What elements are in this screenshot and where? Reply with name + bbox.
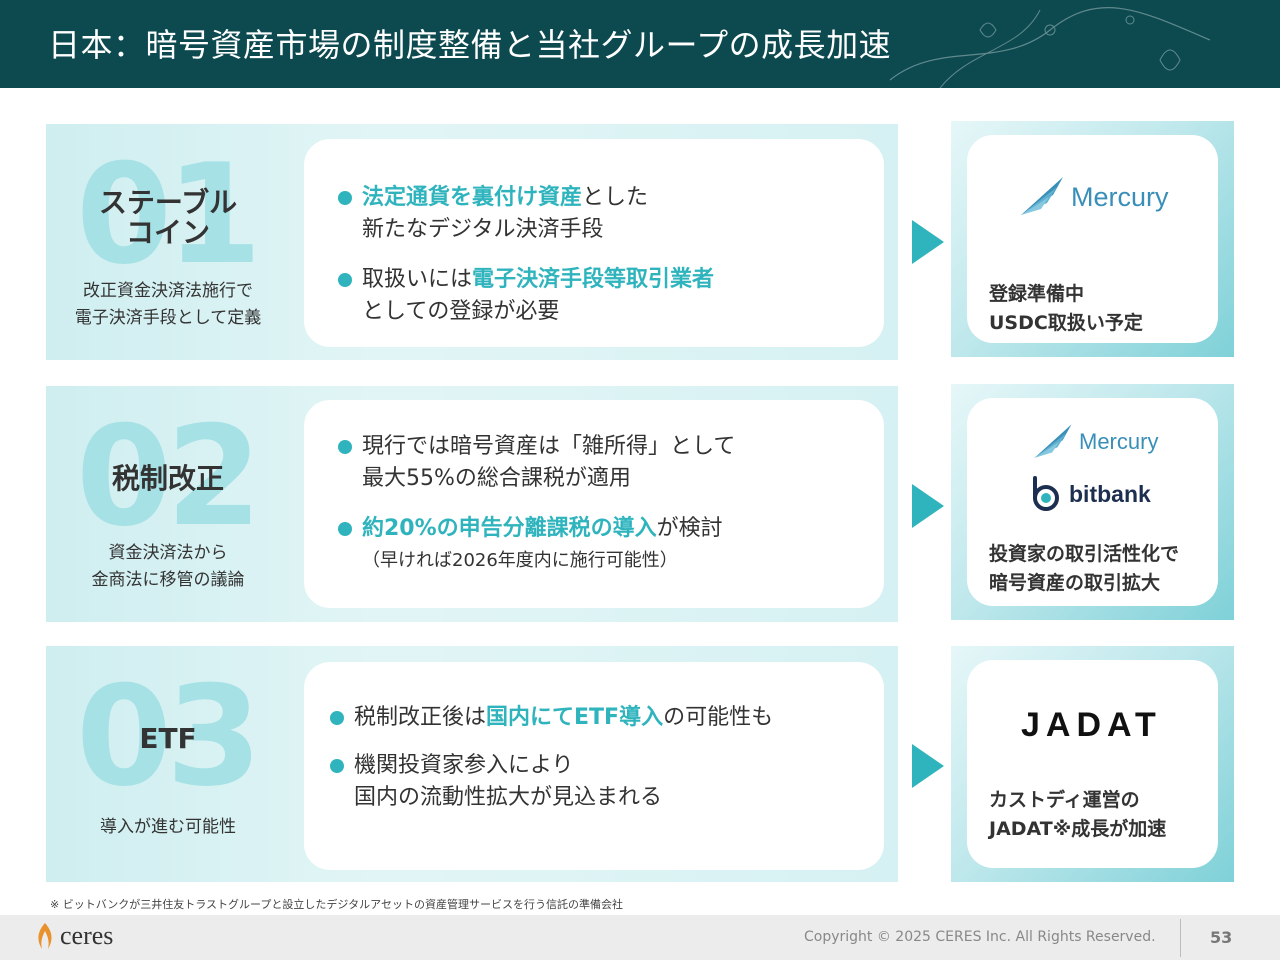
subtitle-line: 金商法に移管の議論 — [91, 570, 245, 590]
bullet-card: 税制改正後は国内にてETF導入の可能性も 機関投資家参入により 国内の流動性拡大… — [304, 662, 884, 870]
copyright-text: Copyright © 2025 CERES Inc. All Rights R… — [804, 929, 1156, 945]
subtitle-line: 電子決済手段として定義 — [74, 308, 262, 328]
subtitle-line: 導入が進む可能性 — [100, 817, 236, 837]
result-text: 登録準備中 USDC取扱い予定 — [989, 283, 1143, 334]
page-number: 53 — [1210, 928, 1233, 947]
jadat-logo: JADAT — [1021, 706, 1162, 744]
category-line: ETF — [139, 722, 197, 755]
result-band-2: Mercury bitbank 投資家の取引活性化で 暗号資産の取引拡大 — [951, 384, 1234, 620]
bullet-dot-icon — [338, 522, 352, 536]
result-card: Mercury bitbank 投資家の取引活性化で 暗号資産の取引拡大 — [967, 398, 1218, 606]
result-band-1: Mercury 登録準備中 USDC取扱い予定 — [951, 121, 1234, 357]
arrow-right-icon — [912, 220, 944, 264]
flame-icon — [38, 923, 52, 949]
subtitle-line: 改正資金決済法施行で — [83, 281, 253, 301]
bullet-card: 法定通貨を裏付け資産とした 新たなデジタル決済手段 取扱いには電子決済手段等取引… — [304, 139, 884, 347]
section-1-band: 01 ステーブル コイン 改正資金決済法施行で 電子決済手段として定義 法定通貨… — [46, 124, 898, 360]
arrow-right-icon — [912, 744, 944, 788]
slide-footer: ceres Copyright © 2025 CERES Inc. All Ri… — [0, 915, 1280, 960]
bullet-dot-icon — [330, 759, 344, 773]
section-category: ETF — [46, 724, 290, 754]
mercury-wing-icon — [1021, 177, 1063, 215]
section-number: 01 — [76, 134, 262, 295]
result-text: 投資家の取引活性化で 暗号資産の取引拡大 — [989, 543, 1180, 594]
section-subtitle: 改正資金決済法施行で 電子決済手段として定義 — [46, 278, 290, 332]
slide-header: 日本：暗号資産市場の制度整備と当社グループの成長加速 — [0, 0, 1280, 88]
bullet-dot-icon — [330, 711, 344, 725]
result-band-3: JADAT カストディ運営の JADAT※成長が加速 — [951, 646, 1234, 882]
bullet-card: 現行では暗号資産は「雑所得」として 最大55%の総合課税が適用 約20%の申告分… — [304, 400, 884, 608]
footnote: ※ ビットバンクが三井住友トラストグループと設立したデジタルアセットの資産管理サ… — [50, 898, 623, 911]
section-category: ステーブル コイン — [46, 188, 290, 248]
mercury-logo: Mercury — [1031, 422, 1158, 462]
category-line: コイン — [125, 216, 210, 249]
result-text: カストディ運営の JADAT※成長が加速 — [989, 789, 1167, 840]
section-3-band: 03 ETF 導入が進む可能性 税制改正後は国内にてETF導入の可能性も 機関投… — [46, 646, 898, 882]
section-category: 税制改正 — [46, 464, 290, 494]
bullet-dot-icon — [338, 273, 352, 287]
section-number: 02 — [76, 396, 262, 557]
footer-divider — [1180, 919, 1181, 957]
section-2-band: 02 税制改正 資金決済法から 金商法に移管の議論 現行では暗号資産は「雑所得」… — [46, 386, 898, 622]
mercury-logo: Mercury — [1017, 175, 1169, 219]
section-subtitle: 導入が進む可能性 — [46, 814, 290, 841]
section-subtitle: 資金決済法から 金商法に移管の議論 — [46, 540, 290, 594]
slide-title: 日本：暗号資産市場の制度整備と当社グループの成長加速 — [48, 26, 892, 64]
bitbank-logo: bitbank — [1031, 476, 1151, 512]
result-card: Mercury 登録準備中 USDC取扱い予定 — [967, 135, 1218, 343]
floral-decoration — [889, 7, 1211, 88]
category-line: 税制改正 — [111, 462, 224, 495]
bitbank-mark-icon — [1033, 476, 1059, 511]
category-line: ステーブル — [98, 186, 238, 219]
subtitle-line: 資金決済法から — [108, 543, 228, 563]
mercury-wing-icon — [1034, 424, 1072, 458]
arrow-right-icon — [912, 484, 944, 528]
bullet-dot-icon — [338, 440, 352, 454]
section-number: 03 — [76, 656, 262, 817]
ceres-logo: ceres — [34, 921, 113, 951]
result-card: JADAT カストディ運営の JADAT※成長が加速 — [967, 660, 1218, 868]
bullet-dot-icon — [338, 191, 352, 205]
